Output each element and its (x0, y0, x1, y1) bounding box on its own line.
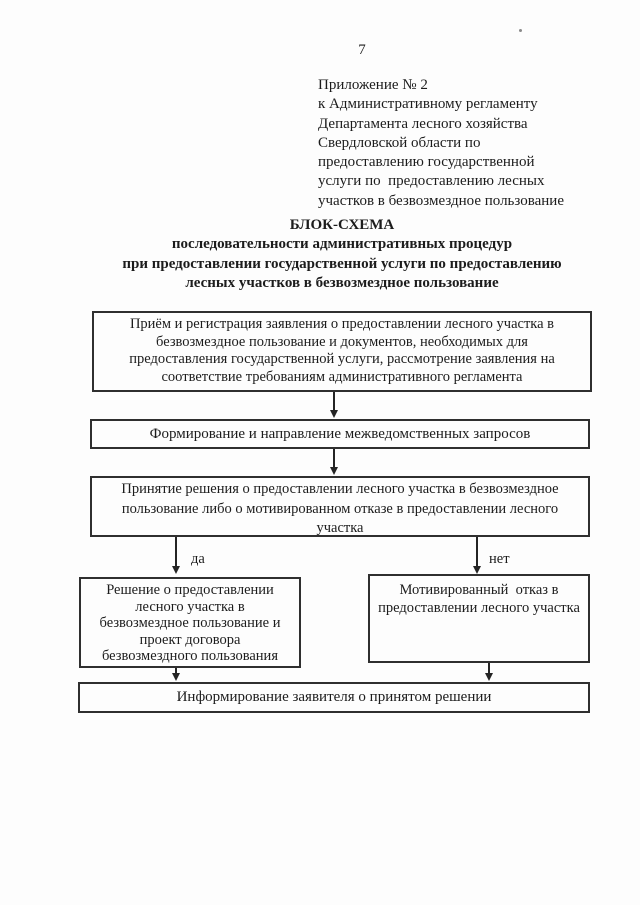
arrowhead-down-icon (330, 467, 338, 475)
arrowhead-down-icon (172, 673, 180, 681)
arrowhead-down-icon (485, 673, 493, 681)
flow-step-requests-label: Формирование и направление межведомствен… (149, 425, 531, 442)
connector-line (175, 537, 177, 566)
branch-label-yes: да (191, 551, 205, 567)
flow-step-inform: Информирование заявителя о принятом реше… (78, 682, 590, 713)
connector-line (476, 537, 478, 566)
document-title: БЛОК-СХЕМА последовательности администра… (122, 217, 562, 292)
annex-reference: Приложение № 2 к Административному регла… (318, 77, 564, 209)
connector-line (333, 392, 335, 410)
arrowhead-down-icon (473, 566, 481, 574)
flow-step-refusal: Мотивированный отказ в предоставлении ле… (368, 574, 590, 663)
page-number: 7 (358, 42, 366, 58)
branch-label-no: нет (489, 551, 510, 567)
flow-step-approval: Решение о предоставлении лесного участка… (79, 577, 301, 668)
flow-step-reception: Приём и регистрация заявления о предоста… (92, 311, 592, 392)
flow-step-inform-label: Информирование заявителя о принятом реше… (176, 689, 492, 705)
arrowhead-down-icon (172, 566, 180, 574)
connector-line (333, 449, 335, 467)
flow-step-decision: Принятие решения о предоставлении лесног… (90, 476, 590, 537)
connector-line (175, 668, 177, 673)
connector-line (488, 663, 490, 673)
scan-speck (519, 29, 522, 32)
flow-step-requests: Формирование и направление межведомствен… (90, 419, 590, 449)
arrowhead-down-icon (330, 410, 338, 418)
